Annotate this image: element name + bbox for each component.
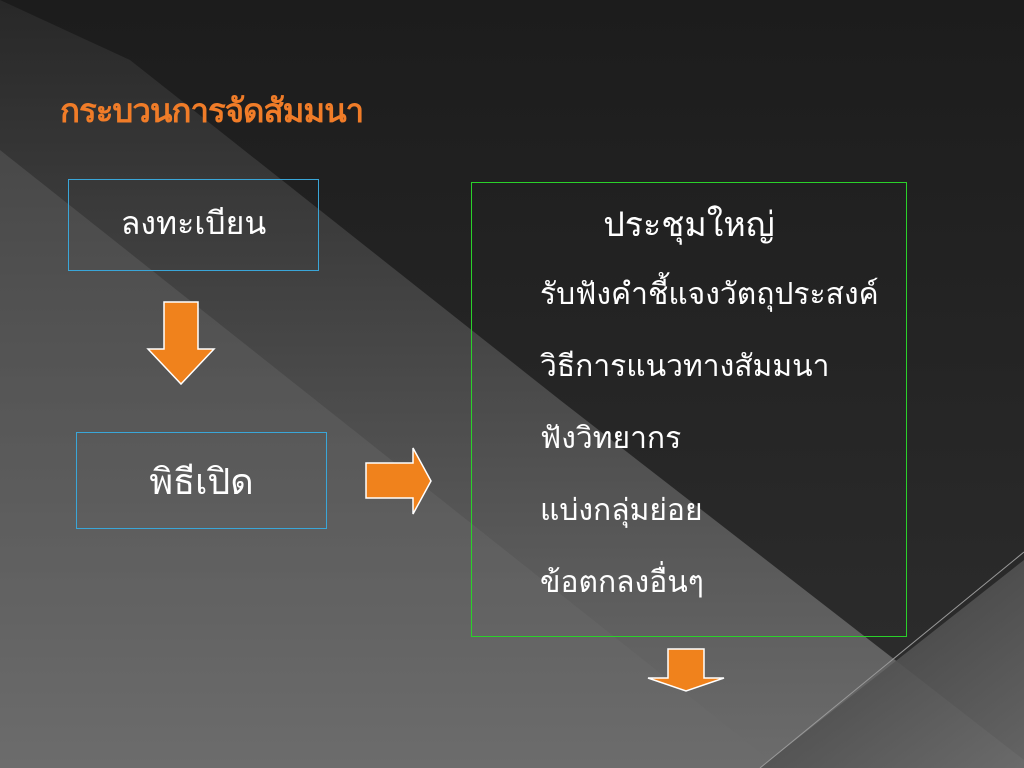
plenary-agenda-list: รับฟังคำชี้แจงวัตถุประสงค์ วิธีการแนวทาง…: [540, 275, 879, 635]
opening-ceremony-label: พิธีเปิด: [149, 462, 254, 503]
arrow-down-icon: [647, 648, 725, 692]
plenary-agenda-item: รับฟังคำชี้แจงวัตถุประสงค์: [540, 277, 879, 312]
plenary-agenda-item: แบ่งกลุ่มย่อย: [540, 493, 703, 528]
arrow-down-icon: [146, 301, 216, 386]
plenary-session-box: ประชุมใหญ่ รับฟังคำชี้แจงวัตถุประสงค์ วิ…: [471, 182, 907, 637]
slide-title: กระบวนการจัดสัมมนา: [60, 91, 364, 130]
plenary-session-heading: ประชุมใหญ่: [603, 205, 775, 245]
plenary-agenda-item: ข้อตกลงอื่นๆ: [540, 565, 704, 600]
register-step-label: ลงทะเบียน: [120, 204, 267, 242]
register-step-box: ลงทะเบียน: [68, 179, 319, 271]
plenary-agenda-item: วิธีการแนวทางสัมมนา: [540, 349, 830, 384]
arrow-right-icon: [365, 447, 432, 515]
plenary-agenda-item: ฟังวิทยากร: [540, 421, 682, 456]
opening-ceremony-box: พิธีเปิด: [76, 432, 327, 529]
